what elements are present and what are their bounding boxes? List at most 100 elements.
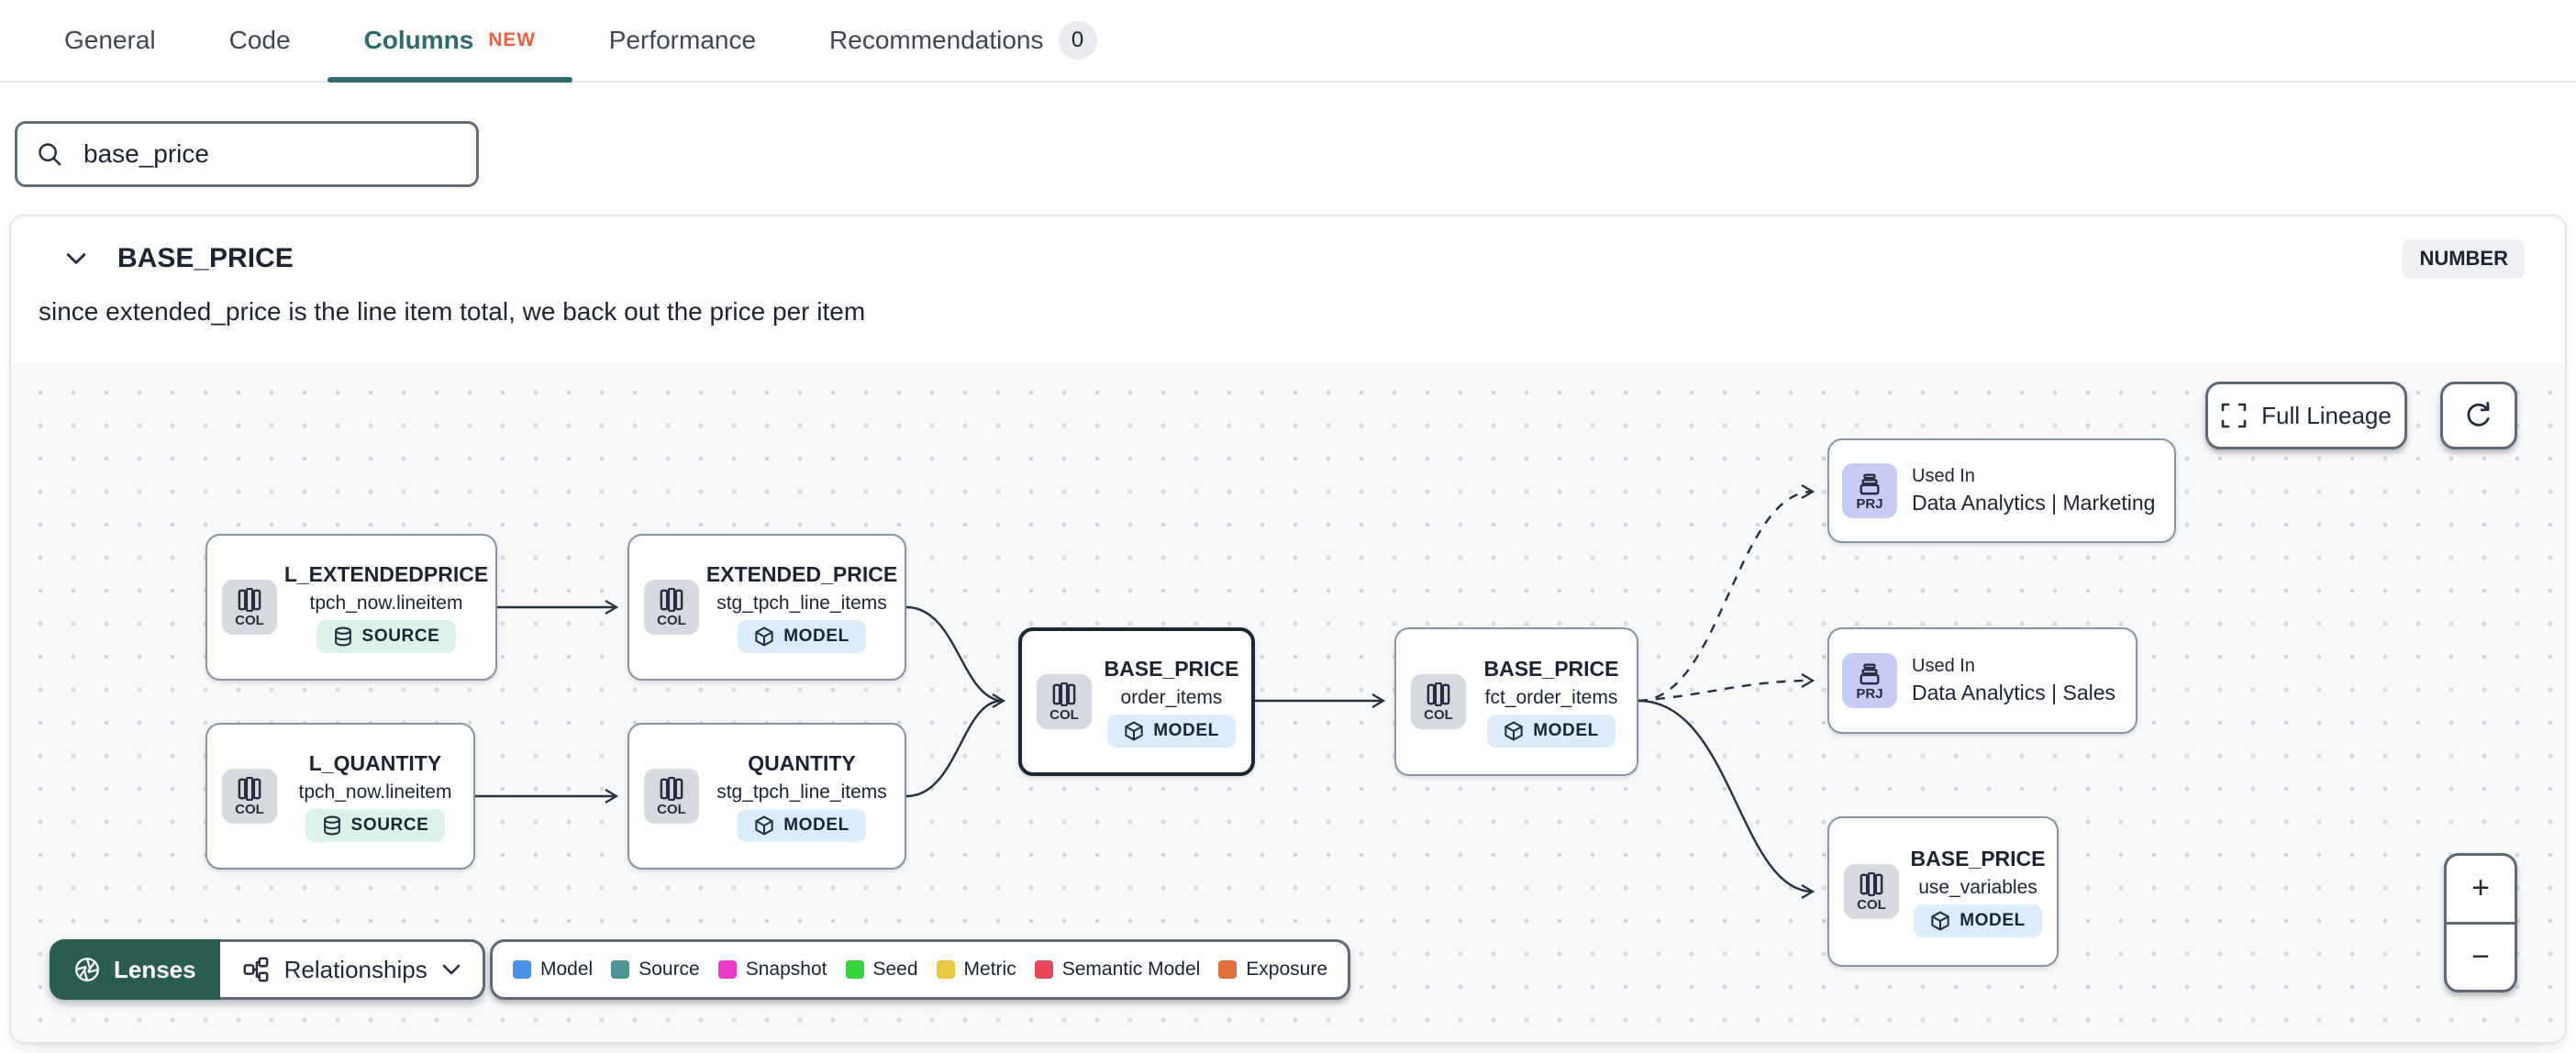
columns-icon [660, 587, 683, 612]
zoom-out-button[interactable]: − [2447, 921, 2515, 991]
model-badge: MODEL [738, 808, 866, 842]
expand-icon [2221, 403, 2247, 428]
column-chip: COL [1844, 864, 1899, 919]
column-type-badge: NUMBER [2403, 239, 2525, 278]
project-icon [1860, 663, 1880, 684]
badge-label: MODEL [1153, 720, 1219, 740]
exposure-swatch [1218, 960, 1238, 979]
column-chip: COL [644, 769, 699, 824]
node-title: BASE_PRICE [1104, 656, 1239, 681]
tab-columns-label: Columns [363, 26, 474, 54]
lineage-node-used-in-sales[interactable]: PRJ Used In Data Analytics | Sales [1827, 627, 2137, 734]
lineage-node-used-in-marketing[interactable]: PRJ Used In Data Analytics | Marketing [1827, 438, 2176, 543]
badge-label: SOURCE [350, 815, 429, 835]
lineage-node-l-extendedprice[interactable]: COL L_EXTENDEDPRICE tpch_now.lineitem SO… [205, 534, 497, 681]
lineage-node-base-price-fct-order-items[interactable]: COL BASE_PRICE fct_order_items MODEL [1394, 627, 1638, 776]
column-search [15, 121, 479, 187]
minus-icon: − [2471, 938, 2490, 974]
badge-label: SOURCE [361, 626, 440, 646]
semantic-model-swatch [1034, 960, 1053, 979]
chip-label: COL [1424, 706, 1453, 723]
used-in-label: Used In [1912, 466, 1975, 486]
database-icon [334, 626, 351, 646]
used-in-label: Used In [1912, 656, 1975, 676]
search-icon [39, 143, 61, 166]
node-type-legend: Model Source Snapshot Seed Metric Semant… [490, 939, 1351, 1000]
tab-general[interactable]: General [28, 0, 193, 81]
collapse-button[interactable] [62, 249, 90, 269]
columns-icon [1427, 682, 1450, 706]
lenses-button[interactable]: Lenses [50, 939, 220, 1000]
tab-recommendations-label: Recommendations [829, 26, 1044, 54]
legend-label: Source [638, 959, 700, 980]
chip-label: COL [657, 612, 686, 628]
tab-recommendations[interactable]: Recommendations 0 [793, 0, 1133, 81]
lineage-node-l-quantity[interactable]: COL L_QUANTITY tpch_now.lineitem SOURCE [205, 723, 475, 870]
chip-label: COL [657, 801, 686, 817]
database-icon [323, 815, 340, 835]
source-badge: SOURCE [305, 808, 446, 842]
used-in-name: Data Analytics | Marketing [1912, 491, 2156, 515]
node-text: BASE_PRICE order_items MODEL [1104, 656, 1239, 748]
cube-icon [1125, 721, 1143, 740]
node-subtitle: tpch_now.lineitem [298, 781, 452, 803]
used-in-name: Data Analytics | Sales [1912, 681, 2116, 704]
columns-icon [1860, 871, 1883, 896]
legend-label: Snapshot [745, 959, 827, 980]
legend-item-source: Source [611, 959, 700, 981]
legend-label: Exposure [1246, 959, 1328, 980]
chevron-down-icon [66, 253, 86, 264]
column-chip: COL [222, 769, 277, 824]
lineage-node-extended-price[interactable]: COL EXTENDED_PRICE stg_tpch_line_items M… [627, 534, 906, 681]
node-title: BASE_PRICE [1483, 656, 1619, 681]
badge-label: MODEL [783, 626, 849, 646]
full-lineage-button[interactable]: Full Lineage [2205, 382, 2407, 449]
source-swatch [611, 960, 630, 979]
column-chip: COL [1037, 674, 1092, 729]
legend-item-exposure: Exposure [1218, 959, 1327, 981]
refresh-button[interactable] [2440, 382, 2517, 449]
column-description: since extended_price is the line item to… [39, 297, 866, 326]
relationships-label: Relationships [283, 955, 427, 983]
model-badge: MODEL [1487, 714, 1616, 748]
legend-label: Model [540, 959, 594, 980]
column-chip: COL [644, 580, 699, 635]
columns-icon [1052, 682, 1076, 706]
legend-item-metric: Metric [936, 959, 1016, 981]
chevron-down-icon [442, 964, 461, 975]
chip-label: PRJ [1856, 685, 1883, 702]
node-text: Used In Data Analytics | Sales [1912, 656, 2115, 705]
columns-icon [660, 776, 683, 801]
chip-label: PRJ [1856, 495, 1883, 512]
search-input[interactable] [80, 138, 458, 171]
node-text: BASE_PRICE use_variables MODEL [1911, 847, 2046, 937]
snapshot-swatch [717, 960, 737, 979]
lineage-canvas[interactable]: COL L_EXTENDEDPRICE tpch_now.lineitem SO… [11, 363, 2565, 1042]
lenses-icon [75, 958, 99, 981]
columns-icon [238, 776, 261, 801]
lineage-node-base-price-order-items[interactable]: COL BASE_PRICE order_items MODEL [1018, 627, 1255, 776]
chip-label: COL [1857, 896, 1886, 913]
legend-item-model: Model [513, 959, 593, 981]
node-text: L_QUANTITY tpch_now.lineitem SOURCE [292, 751, 459, 842]
project-chip: PRJ [1842, 463, 1897, 518]
relationships-dropdown[interactable]: Relationships [219, 939, 485, 1000]
seed-swatch [845, 960, 864, 979]
tab-columns[interactable]: Columns NEW [327, 0, 572, 83]
tab-code[interactable]: Code [193, 0, 328, 81]
legend-item-semantic-model: Semantic Model [1034, 959, 1200, 981]
zoom-in-button[interactable]: + [2447, 856, 2515, 922]
badge-label: MODEL [1533, 720, 1599, 740]
chip-label: COL [1049, 706, 1079, 723]
lineage-node-base-price-use-variables[interactable]: COL BASE_PRICE use_variables MODEL [1827, 816, 2059, 967]
node-subtitle: stg_tpch_line_items [716, 781, 887, 803]
node-subtitle: use_variables [1918, 876, 2037, 898]
project-chip: PRJ [1842, 653, 1897, 708]
badge-label: MODEL [1960, 910, 2026, 930]
full-lineage-label: Full Lineage [2261, 401, 2392, 429]
column-chip: COL [1411, 674, 1466, 729]
tab-code-label: Code [228, 26, 291, 54]
tab-performance[interactable]: Performance [572, 0, 793, 81]
lineage-node-quantity[interactable]: COL QUANTITY stg_tpch_line_items MODEL [627, 723, 906, 870]
cube-icon [1505, 721, 1523, 740]
